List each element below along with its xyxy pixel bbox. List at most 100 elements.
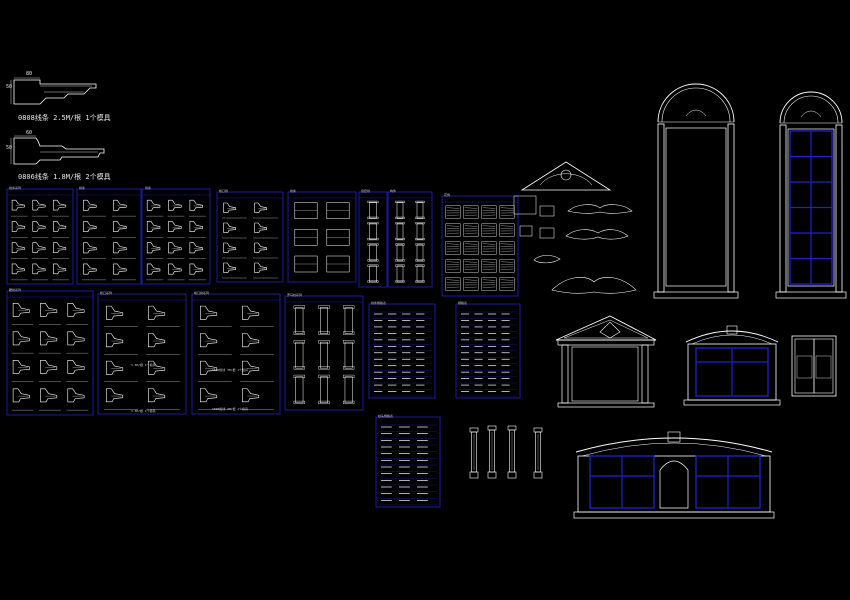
- sheet-roman-columns: [284, 295, 364, 411]
- sheet-profiles-2-cell-profile: [113, 199, 127, 211]
- sheet-profiles-4-cell-profile: [223, 242, 236, 253]
- sheet-profiles-1-cell-profile: [32, 199, 46, 211]
- sheet-cornice-cell-profile: [106, 360, 124, 375]
- sheet-spec-table-2-frame: [455, 303, 521, 399]
- sheet-profiles-3-cell-profile: [146, 199, 161, 211]
- sheet-window-trim-cell-base: [367, 238, 379, 241]
- sheet-header-6: 窗套线: [361, 189, 371, 193]
- sheet-ornaments-cell-ornament: [482, 279, 496, 281]
- sheet-ornaments-cell-tile: [463, 241, 479, 255]
- cornice-caption-1: 3.5M/根 1个模具: [131, 363, 156, 367]
- sheet-waist-lines-cell-profile: [40, 331, 58, 346]
- sheet-ornaments-cell-ornament: [482, 207, 496, 209]
- sheet-ornaments-cell-ornament: [500, 286, 514, 288]
- sheet-roman-columns-cell-cap: [318, 305, 330, 309]
- sheet-roman-columns-cell-cap: [293, 305, 305, 309]
- sheet-header-11: 檐口线系列: [194, 291, 210, 295]
- sheet-components-cell-cap: [395, 222, 405, 225]
- sheet-profiles-2-cell-profile: [83, 221, 97, 232]
- sheet-profiles-4-cell-profile: [223, 262, 236, 273]
- sheet-profiles-4-cell-profile: [254, 222, 267, 233]
- profile-a-dim-top: 80: [26, 71, 33, 77]
- sheet-cornice-cell-profile: [148, 388, 166, 403]
- arched-window-glazed-opening: [787, 128, 835, 287]
- sheet-ornaments-cell-ornament: [500, 250, 514, 252]
- sheet-ornaments-cell-tile: [481, 277, 497, 291]
- arched-window-tall-arch-inner: [661, 87, 731, 123]
- profile-b-dim-top: 60: [26, 130, 33, 136]
- sheet-ornaments-cell-ornament: [446, 243, 460, 245]
- pediment-scroll: [539, 173, 593, 186]
- sheet-profiles-4: [216, 191, 284, 283]
- sheet-profiles-4-cell-profile: [254, 242, 267, 253]
- sheet-profiles-1-cell-profile: [53, 221, 67, 232]
- sheet-profiles-4-cell-profile: [254, 262, 267, 273]
- sheet-profiles-2-cell-profile: [113, 263, 127, 275]
- sheet-profiles-5: [287, 191, 357, 283]
- sheet-ornaments-cell-ornament: [464, 279, 478, 281]
- sheet-eave-cell-profile: [242, 305, 260, 320]
- sheet-header-4: 檐口线: [219, 189, 229, 193]
- profile-a: [10, 77, 97, 105]
- column-ionic-base: [507, 471, 517, 479]
- profile-b: [10, 135, 105, 165]
- sheet-cornice: [97, 293, 187, 415]
- sheet-ornaments-cell-tile: [499, 241, 515, 255]
- sheet-ornaments-cell-ornament: [446, 207, 460, 209]
- sheet-profiles-2: [76, 188, 142, 285]
- facade-arch-inner: [581, 442, 767, 457]
- sheet-roman-columns-cell-shaft: [295, 341, 304, 369]
- sheet-eave-cell-profile: [200, 360, 218, 375]
- sheet-ornaments-cell-ornament: [482, 268, 496, 270]
- sheet-header-2: 线条: [79, 186, 86, 190]
- sheet-header-3: 线条: [145, 186, 152, 190]
- sheet-ornaments-cell-tile: [445, 223, 461, 237]
- sheet-header-10: 檐口系列: [100, 291, 113, 295]
- sheet-ornaments-cell-ornament: [464, 250, 478, 252]
- double-door-frame: [791, 335, 837, 397]
- sheet-waist-lines-cell-profile: [67, 388, 85, 403]
- sheet-roman-columns-cell-cap: [293, 340, 305, 344]
- sheet-profiles-3-cell-profile: [146, 242, 161, 254]
- sheet-components-cell-shaft: [396, 201, 404, 219]
- pediment-window-right-pilaster: [641, 344, 649, 404]
- pediment-window-shield: [599, 321, 621, 339]
- column-ionic: [507, 425, 517, 479]
- sheet-spec-table-2: [455, 303, 521, 399]
- profile-a-fillets: [40, 85, 92, 93]
- sheet-ornaments-cell-ornament: [482, 261, 496, 263]
- column-corinthian-base: [533, 471, 543, 479]
- pediment-window-sill: [557, 402, 655, 408]
- sheet-roman-columns-cell-cap: [343, 374, 355, 379]
- sheet-ornaments-cell-ornament: [482, 214, 496, 216]
- sheet-profiles-4-cell-profile: [254, 202, 267, 213]
- sheet-ornaments-cell-ornament: [446, 261, 460, 263]
- sheet-ornaments-cell-ornament: [446, 225, 460, 227]
- profile-b-dim-side: 50: [6, 145, 13, 151]
- sheet-profiles-3-cell-profile: [168, 199, 182, 211]
- sheet-ornaments-cell-ornament: [482, 250, 496, 252]
- arched-window-tall-left-pilaster: [657, 123, 665, 293]
- sheet-eave-cell-profile: [242, 360, 260, 375]
- sheet-profiles-1-cell-profile: [11, 199, 25, 211]
- column-tuscan: [469, 427, 479, 479]
- cornice-caption-2: 3.5M/根 1个模具: [131, 409, 156, 413]
- sheet-profiles-1-cell-profile: [53, 242, 67, 253]
- sheet-profiles-2-cell-profile: [113, 221, 127, 232]
- sheet-profiles-3-cell-profile: [168, 242, 182, 254]
- sheet-window-trim-cell-shaft: [369, 201, 377, 219]
- sheet-components-cell-cap: [415, 243, 425, 246]
- double-door-right-leaf: [813, 338, 834, 394]
- sheet-ornaments-cell-ornament: [482, 286, 496, 288]
- sheet-roman-columns-cell-base: [318, 366, 330, 370]
- arched-window-glazed-left-pilaster: [779, 124, 787, 293]
- column-corinthian-capital: [533, 427, 543, 433]
- sheet-cornice-cell-profile: [148, 333, 166, 348]
- pediment-window: [555, 315, 657, 408]
- sheet-profiles-3-cell-profile: [146, 221, 161, 232]
- sheet-profiles-2-cell-profile: [113, 242, 127, 254]
- sheet-components-cell-shaft: [416, 201, 424, 219]
- sheet-waist-lines-frame: [6, 290, 94, 416]
- sheet-ornaments-cell-ornament: [446, 232, 460, 234]
- sheet-eave-frame: [191, 293, 281, 415]
